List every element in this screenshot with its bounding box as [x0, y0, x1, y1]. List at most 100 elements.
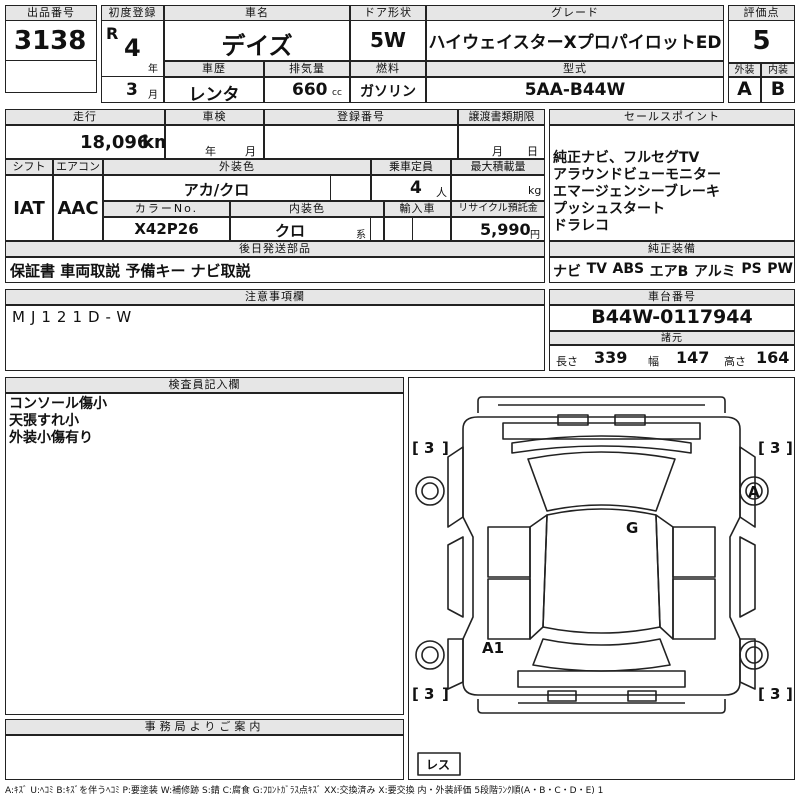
inspector-label: 検査員記入欄: [5, 377, 404, 393]
wheel-fr: [739, 476, 769, 506]
front-bumper: [477, 396, 726, 413]
equip-item: PS: [741, 261, 762, 277]
tire-fr-value: 3: [770, 439, 780, 457]
windshield: [511, 435, 692, 454]
hood: [502, 422, 701, 440]
fuel-box: [350, 77, 426, 103]
glass: [527, 451, 676, 512]
load-label: 最大積載量: [451, 159, 545, 175]
model: 5AA-B44W: [524, 80, 626, 100]
sales-item: アラウンドビューモニター: [553, 167, 721, 183]
history: レンタ: [188, 85, 240, 105]
score: 5: [752, 26, 771, 56]
color-no-box: [103, 217, 230, 241]
inspection-month-unit: 月: [245, 145, 256, 158]
svg-text:[: [: [412, 685, 419, 703]
sales-item: エマージェンシーブレーキ: [553, 184, 720, 200]
wheel-fl: [415, 476, 445, 506]
door-type: 5W: [370, 28, 406, 52]
interior-label: 内装: [761, 63, 795, 77]
mark-g: G: [626, 519, 638, 537]
int-color-label: 内装色: [230, 201, 384, 217]
history-box: [164, 77, 264, 103]
svg-text:[: [: [412, 439, 419, 457]
legend: A:ｷｽﾞ U:ﾍｺﾐ B:ｷｽﾞを伴うﾍｺﾐ P:要塗装 W:補修跡 S:錆 …: [5, 786, 604, 796]
int-color-unit: 系: [356, 230, 366, 241]
recycle-label: リサイクル預託金: [451, 201, 545, 217]
lot-number: 3138: [14, 26, 87, 56]
capacity-label: 乗車定員: [371, 159, 451, 175]
import-label: 輸入車: [384, 201, 451, 217]
equip-item: アルミ: [693, 264, 736, 280]
displacement-unit: cc: [332, 88, 342, 98]
sales-item: 純正ナビ、フルセグTV: [553, 150, 700, 166]
transfer-month-unit: 月: [492, 145, 503, 158]
transfer-label: 譲渡書類期限: [458, 109, 545, 125]
sales-item: プッシュスタート: [553, 201, 665, 217]
inspection-label: 車検: [165, 109, 264, 125]
dims-box: [549, 345, 795, 371]
car-damage-diagram: [3] [3] [3] [3] A G A1 レス: [412, 396, 793, 776]
tire-rl-value: 3: [424, 685, 434, 703]
fuel: ガソリン: [360, 84, 416, 100]
transfer-day-unit: 日: [527, 145, 538, 158]
svg-text:[: [: [758, 685, 765, 703]
mark-a: A: [748, 483, 760, 501]
later-parts-box: [5, 257, 545, 283]
inspector-line: コンソール傷小: [9, 396, 107, 412]
notes-box: [5, 305, 545, 371]
svg-text:[: [: [758, 439, 765, 457]
height: 164: [756, 348, 790, 367]
sales-item: ドラレコ: [553, 218, 609, 234]
capacity-unit: 人: [436, 186, 447, 199]
shift-box: [5, 175, 53, 241]
notes-label: 注意事項欄: [5, 289, 545, 305]
load-box: [451, 175, 545, 201]
svg-text:]: ]: [442, 439, 449, 457]
shift: IAT: [13, 198, 45, 219]
ac: AAC: [57, 198, 99, 219]
no-spare-label: レス: [426, 758, 450, 772]
equip-box: [549, 257, 795, 283]
inspection-year-unit: 年: [205, 145, 216, 158]
width: 147: [676, 348, 710, 367]
wid-label: 幅: [648, 355, 659, 368]
rear-window: [532, 638, 671, 672]
capacity-box: [371, 175, 451, 201]
score-label: 評価点: [728, 5, 795, 21]
ac-label: エアコン: [53, 159, 103, 175]
plate-box: [264, 125, 458, 159]
mileage-label: 走行: [5, 109, 165, 125]
import-box: [384, 217, 451, 241]
chassis-label: 車台番号: [549, 289, 795, 305]
history-label: 車歴: [164, 61, 264, 77]
svg-text:]: ]: [786, 439, 793, 457]
grade-label: グレード: [426, 5, 724, 21]
reg-month-unit: 月: [148, 90, 158, 101]
lot-label: 出品番号: [5, 5, 97, 21]
equip-item: ナビ: [553, 264, 581, 280]
notes-text: MJ121D-W: [12, 308, 138, 326]
first-reg-box: [101, 5, 164, 103]
dims-label: 諸元: [549, 331, 795, 345]
sales-list: 純正ナビ、フルセグTV アラウンドビューモニター エマージェンシーブレーキ プッ…: [553, 150, 721, 235]
recycle-box: [451, 217, 545, 241]
reg-year-unit: 年: [148, 64, 158, 75]
plate-label: 登録番号: [264, 109, 458, 125]
era: R: [106, 24, 119, 43]
sales-box: [549, 125, 795, 241]
hei-label: 高さ: [724, 355, 746, 368]
mileage-box: [5, 125, 165, 159]
inspector-notes: コンソール傷小 天張すれ小 外装小傷有り: [9, 396, 107, 447]
len-label: 長さ: [556, 355, 578, 368]
roof: [542, 508, 661, 634]
later-parts: 保証書 車両取説 予備キー ナビ取説: [10, 262, 251, 280]
ac-box: [53, 175, 103, 241]
mileage: 18,096: [80, 132, 150, 153]
int-color: クロ: [274, 222, 305, 240]
tire-rr-value: 3: [770, 685, 780, 703]
interior-grade: B: [770, 78, 786, 100]
sales-label: セールスポイント: [549, 109, 795, 125]
transfer-box: [458, 125, 545, 159]
wheel-rl: [415, 640, 445, 670]
